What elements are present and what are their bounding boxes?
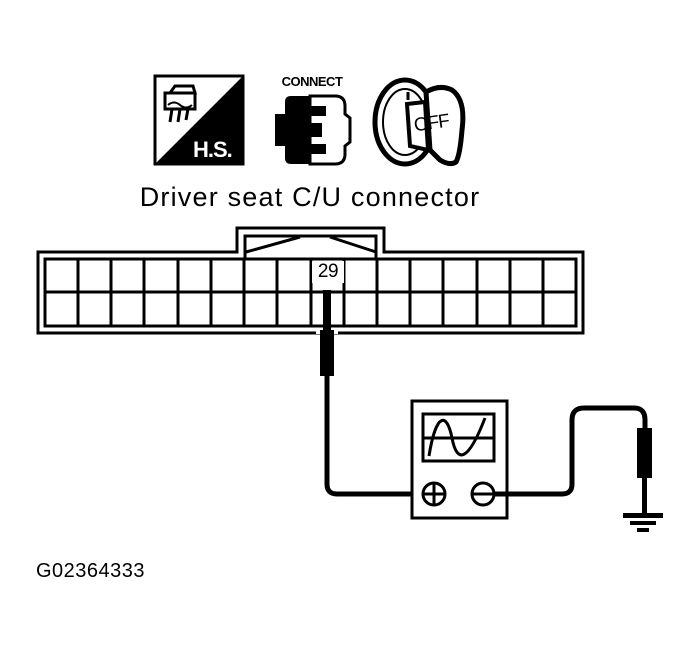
positive-probe	[316, 290, 338, 376]
terminal-number-label: 29	[312, 261, 344, 283]
connect-icon-label: CONNECT	[281, 74, 343, 89]
positive-lead-wire	[324, 376, 423, 497]
harness-icon-label: H.S.	[193, 137, 233, 162]
connector-connect-icon	[275, 94, 352, 166]
ignition-key-off-icon	[372, 77, 466, 167]
negative-lead-wire	[494, 405, 648, 497]
negative-probe	[637, 428, 652, 516]
figure-id: G02364333	[36, 560, 146, 582]
ground-icon	[623, 513, 663, 532]
positive-terminal-icon	[421, 481, 447, 507]
negative-terminal-icon	[470, 481, 496, 507]
connector-title: Driver seat C/U connector	[139, 182, 481, 212]
connector-cavity-grid	[76, 259, 545, 326]
harness-disconnect-icon	[153, 74, 245, 166]
